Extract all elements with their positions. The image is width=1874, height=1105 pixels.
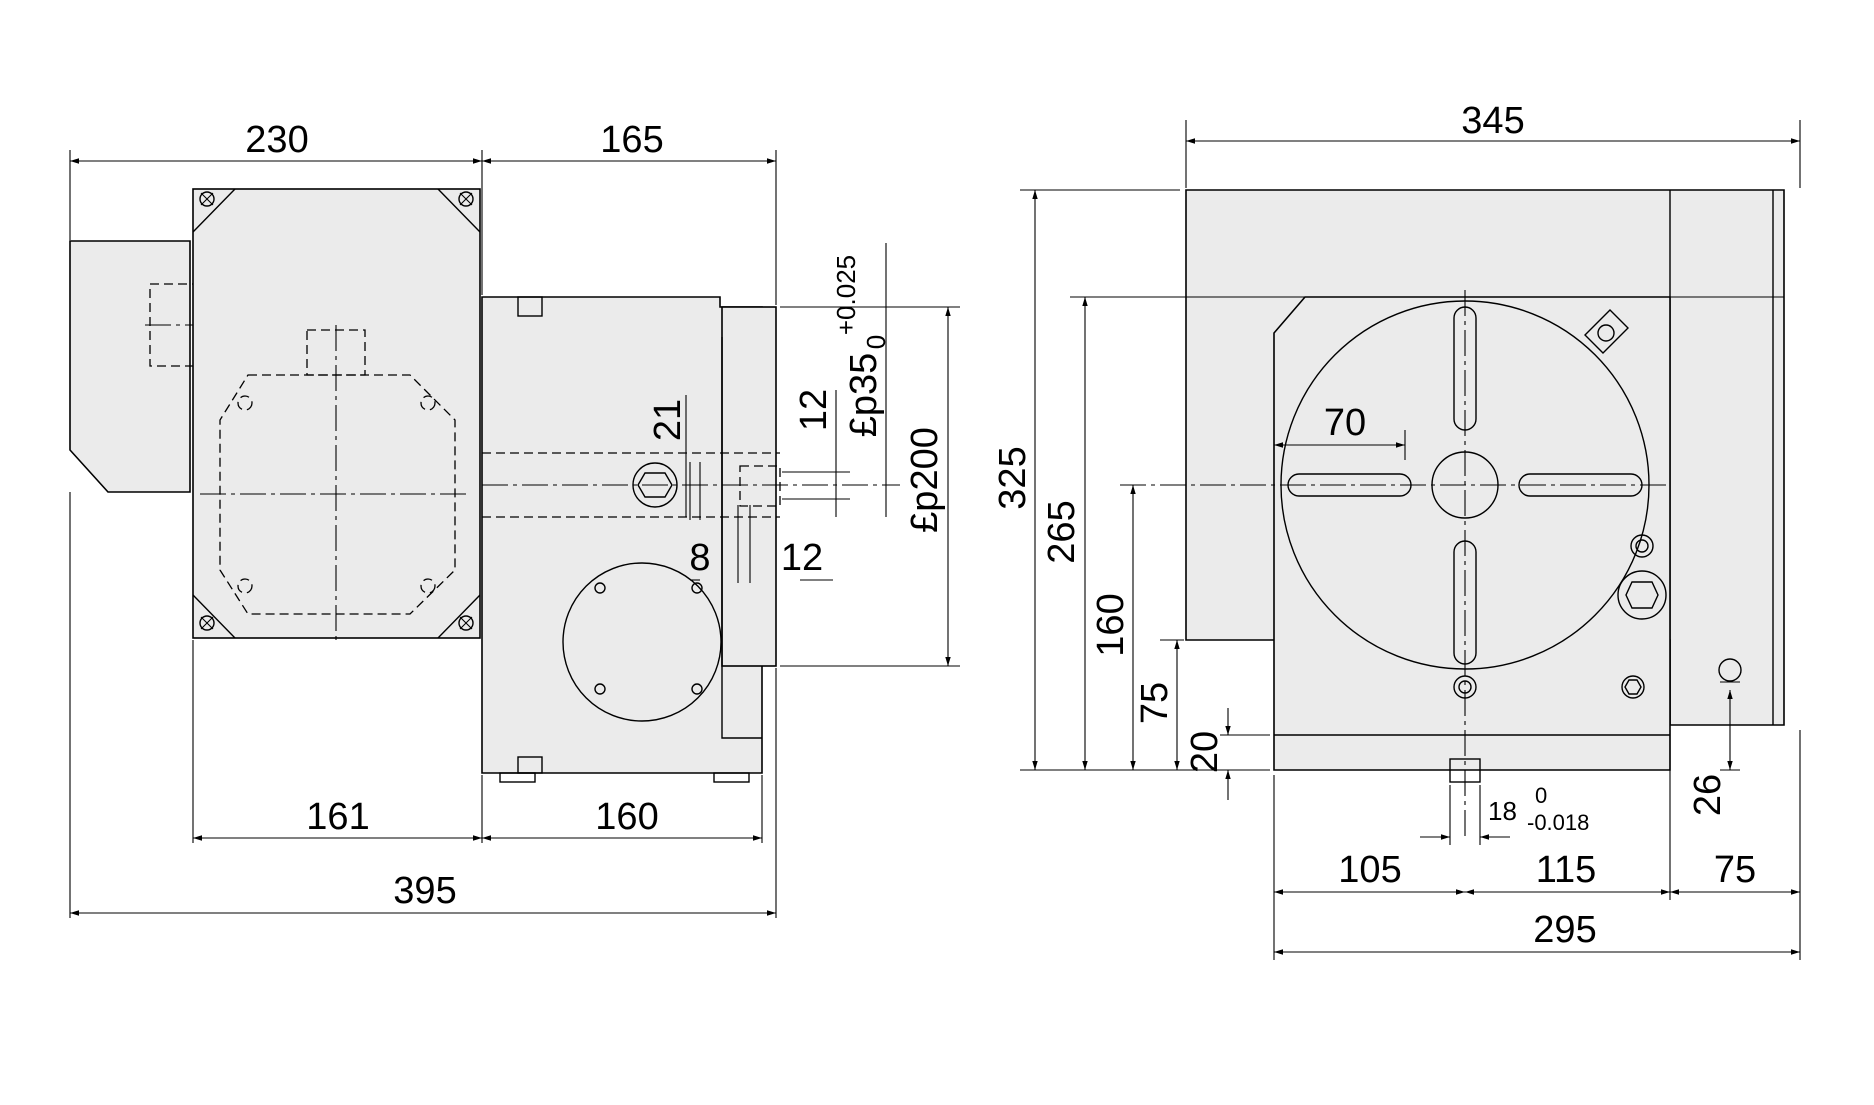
table-housing xyxy=(1273,296,1671,771)
hidden-motor-outline xyxy=(219,374,456,615)
side-view: 230 165 161 160 395 21 12 8 12 £p35 +0.0… xyxy=(69,119,960,918)
motor-cover xyxy=(69,240,191,493)
bolt-icon xyxy=(199,191,474,631)
dim-slot-width: 18 xyxy=(1488,796,1517,826)
dim-70: 70 xyxy=(1324,402,1366,444)
dim-26: 26 xyxy=(1687,774,1729,816)
dim-bore-tol-lower: 0 xyxy=(861,335,891,349)
dim-slot-tol-upper: 0 xyxy=(1535,783,1547,808)
dim-115: 115 xyxy=(1536,849,1597,891)
dim-75-width: 75 xyxy=(1714,849,1756,891)
gear-housing xyxy=(481,296,763,774)
dim-395: 395 xyxy=(393,870,456,912)
dim-265: 265 xyxy=(1041,500,1083,563)
dim-160-front: 160 xyxy=(1090,593,1132,656)
dim-75-height: 75 xyxy=(1134,682,1176,724)
dim-slot-tol-lower: -0.018 xyxy=(1527,810,1589,835)
dim-20: 20 xyxy=(1184,731,1226,773)
dim-161: 161 xyxy=(306,796,369,838)
key-slot xyxy=(1449,758,1481,783)
dim-face-diameter: £p200 xyxy=(904,427,946,533)
faceplate xyxy=(721,306,777,667)
cover-plate xyxy=(562,562,722,722)
dim-295: 295 xyxy=(1533,909,1596,951)
dim-8: 8 xyxy=(689,537,710,579)
dim-160-side: 160 xyxy=(595,796,658,838)
dim-12-top: 12 xyxy=(793,389,835,431)
dim-345: 345 xyxy=(1461,100,1524,142)
dim-230: 230 xyxy=(245,119,308,161)
dim-bore-diameter: £p35 xyxy=(843,353,885,438)
dim-325: 325 xyxy=(992,446,1034,509)
dim-105: 105 xyxy=(1338,849,1401,891)
hex-nut-icon xyxy=(632,462,678,508)
dim-165: 165 xyxy=(600,119,663,161)
dim-21: 21 xyxy=(647,399,689,441)
bracket-icon xyxy=(1584,309,1629,354)
hex-bolt-icon xyxy=(1453,534,1742,699)
dim-12-bottom: 12 xyxy=(781,537,823,579)
dim-bore-tol-upper: +0.025 xyxy=(831,255,861,335)
front-view: 345 325 265 160 75 20 70 18 0 -0.018 26 … xyxy=(992,100,1801,960)
